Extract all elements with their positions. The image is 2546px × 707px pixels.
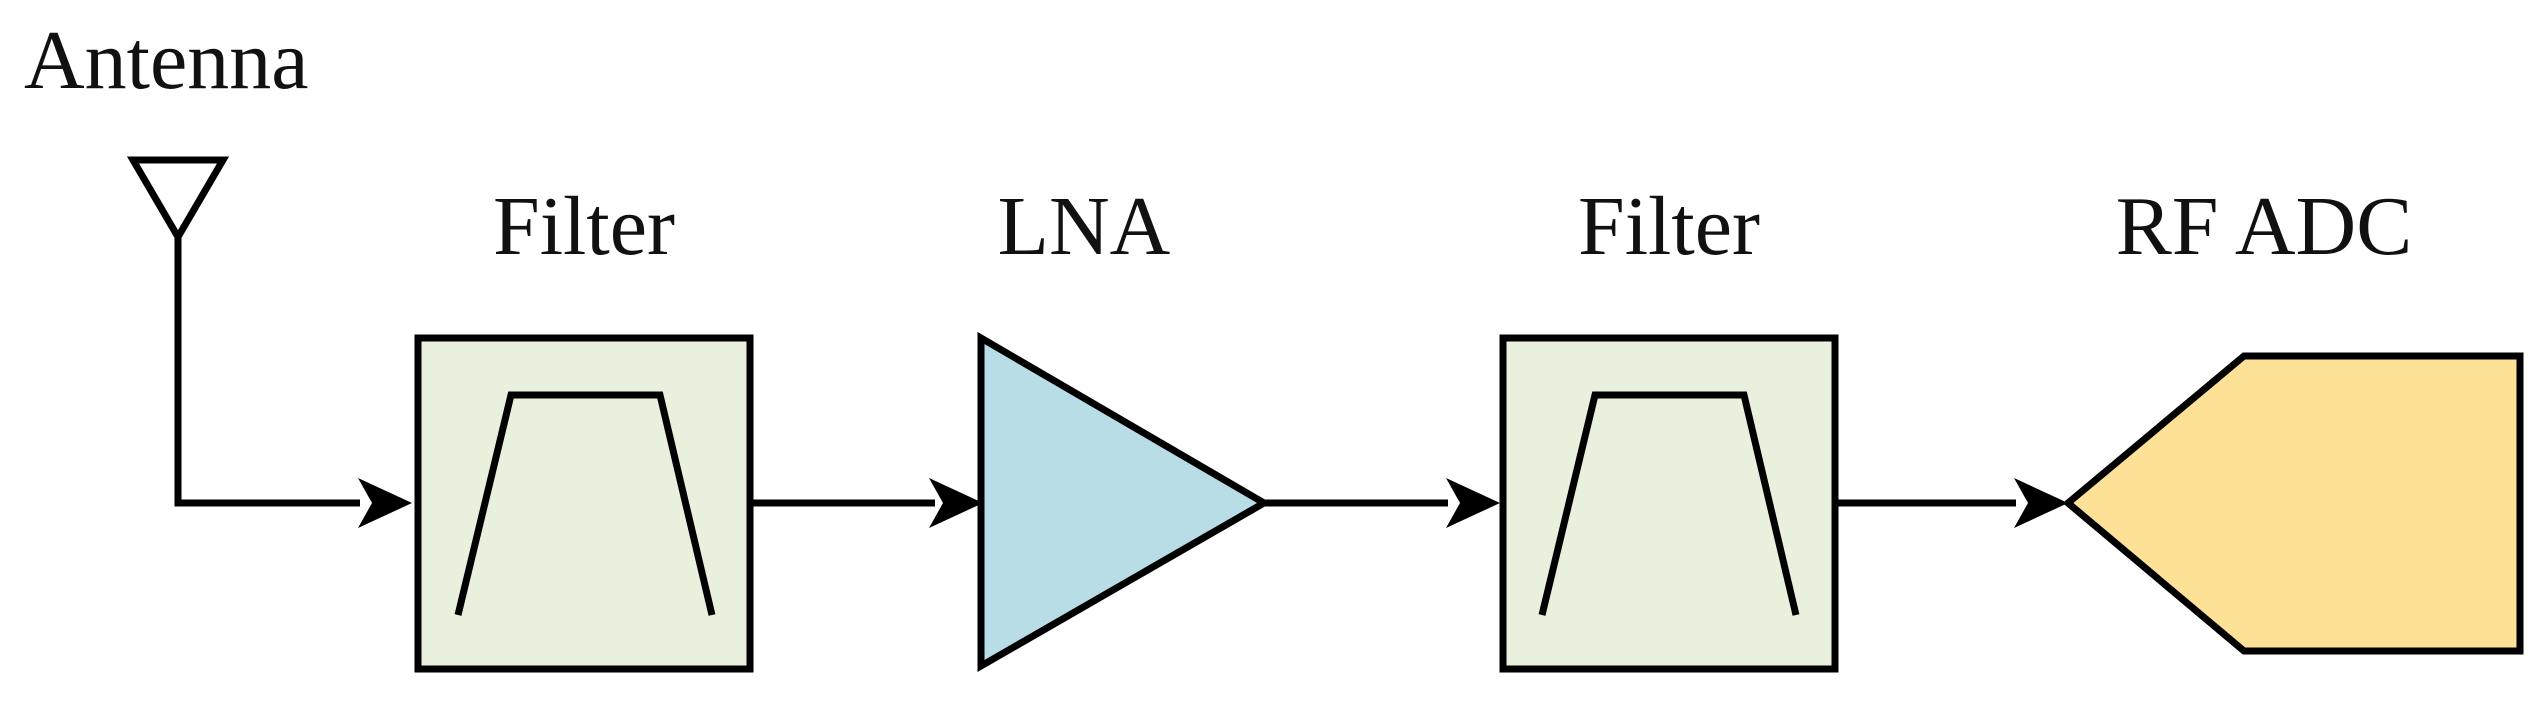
bandpass-icon: [454, 391, 716, 616]
filter-1: [414, 334, 754, 673]
antenna-label: Antenna: [24, 14, 309, 107]
antenna: [126, 156, 412, 528]
filter-1-box: [414, 334, 754, 673]
adc-icon: [2062, 352, 2524, 655]
filter-1-label: Filter: [493, 180, 675, 273]
arrow-to-lna: [929, 478, 983, 528]
lna-amplifier-icon: [977, 331, 1271, 673]
filter-2-box: [1499, 334, 1839, 673]
rf-adc-label: RF ADC: [2116, 180, 2412, 273]
bandpass-icon: [1538, 391, 1800, 616]
arrow-to-filter-1: [358, 478, 412, 528]
filter-2-label: Filter: [1578, 180, 1760, 273]
filter-2: [1499, 334, 1839, 673]
antenna-feed-line: [174, 237, 360, 507]
lna-label: LNA: [998, 180, 1171, 273]
antenna-icon: [126, 156, 230, 244]
arrow-to-adc: [2014, 478, 2068, 528]
arrow-to-filter-2: [1446, 478, 1500, 528]
